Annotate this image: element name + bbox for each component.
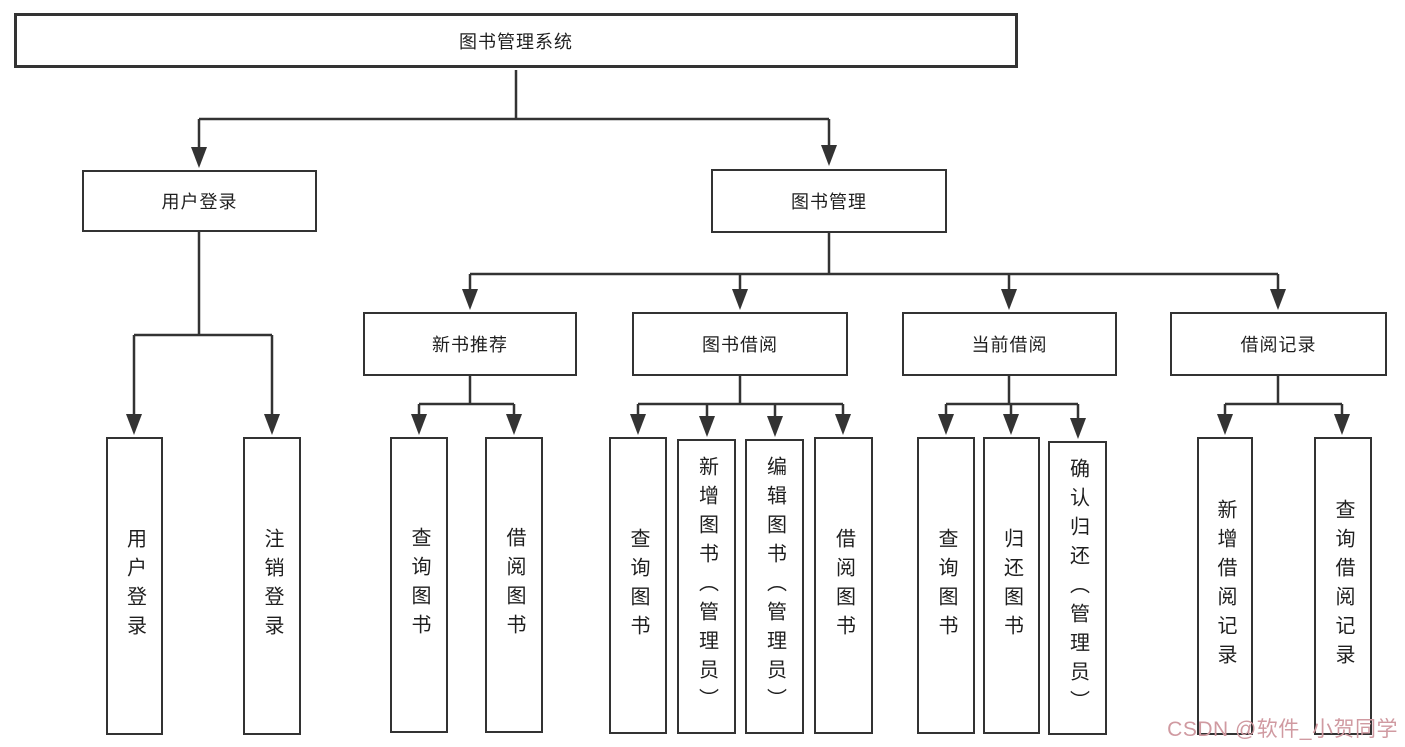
leaf-add-book-admin: 新增图书（管理员） xyxy=(677,439,736,734)
leaf-query-borrow-record-label: 查询借阅记录 xyxy=(1332,499,1354,673)
node-root-system: 图书管理系统 xyxy=(14,13,1018,68)
node-user-login: 用户登录 xyxy=(82,170,317,232)
leaf-user-login: 用户登录 xyxy=(106,437,163,735)
node-current-borrow-label: 当前借阅 xyxy=(971,335,1048,355)
leaf-return-books: 归还图书 xyxy=(983,437,1040,734)
node-book-borrow-label: 图书借阅 xyxy=(702,335,778,355)
leaf-borrow-borrow-books: 借阅图书 xyxy=(814,437,873,734)
leaf-add-borrow-record-label: 新增借阅记录 xyxy=(1214,499,1236,673)
node-borrow-records: 借阅记录 xyxy=(1170,312,1387,376)
leaf-borrow-query-books-label: 查询图书 xyxy=(627,527,649,644)
leaf-confirm-return-admin: 确认归还（管理员） xyxy=(1048,441,1107,735)
node-new-book-recommend-label: 新书推荐 xyxy=(432,335,508,355)
leaf-user-login-label: 用户登录 xyxy=(123,528,146,644)
leaf-edit-book-admin-label: 编辑图书（管理员） xyxy=(763,456,786,717)
node-root-label: 图书管理系统 xyxy=(459,31,573,52)
leaf-borrow-borrow-books-label: 借阅图书 xyxy=(832,527,855,644)
leaf-add-borrow-record: 新增借阅记录 xyxy=(1197,437,1253,735)
leaf-current-query-books-label: 查询图书 xyxy=(935,527,957,644)
node-book-borrow: 图书借阅 xyxy=(632,312,848,376)
leaf-recommend-query-books: 查询图书 xyxy=(390,437,448,733)
leaf-recommend-borrow-books: 借阅图书 xyxy=(485,437,543,733)
node-book-management-label: 图书管理 xyxy=(791,192,867,212)
node-current-borrow: 当前借阅 xyxy=(902,312,1117,376)
leaf-query-borrow-record: 查询借阅记录 xyxy=(1314,437,1372,735)
leaf-return-books-label: 归还图书 xyxy=(1000,527,1023,644)
node-borrow-records-label: 借阅记录 xyxy=(1240,335,1317,355)
node-book-management: 图书管理 xyxy=(711,169,947,233)
leaf-confirm-return-admin-label: 确认归还（管理员） xyxy=(1066,457,1089,719)
leaf-recommend-borrow-books-label: 借阅图书 xyxy=(503,527,525,643)
node-new-book-recommend: 新书推荐 xyxy=(363,312,577,376)
leaf-logout-label: 注销登录 xyxy=(261,528,283,644)
leaf-edit-book-admin: 编辑图书（管理员） xyxy=(745,439,804,734)
csdn-watermark: CSDN @软件_小贺同学 xyxy=(1167,718,1398,741)
leaf-add-book-admin-label: 新增图书（管理员） xyxy=(695,456,718,717)
leaf-logout: 注销登录 xyxy=(243,437,301,735)
leaf-recommend-query-books-label: 查询图书 xyxy=(408,527,430,643)
leaf-current-query-books: 查询图书 xyxy=(917,437,975,734)
leaf-borrow-query-books: 查询图书 xyxy=(609,437,667,734)
node-user-login-label: 用户登录 xyxy=(161,192,238,212)
